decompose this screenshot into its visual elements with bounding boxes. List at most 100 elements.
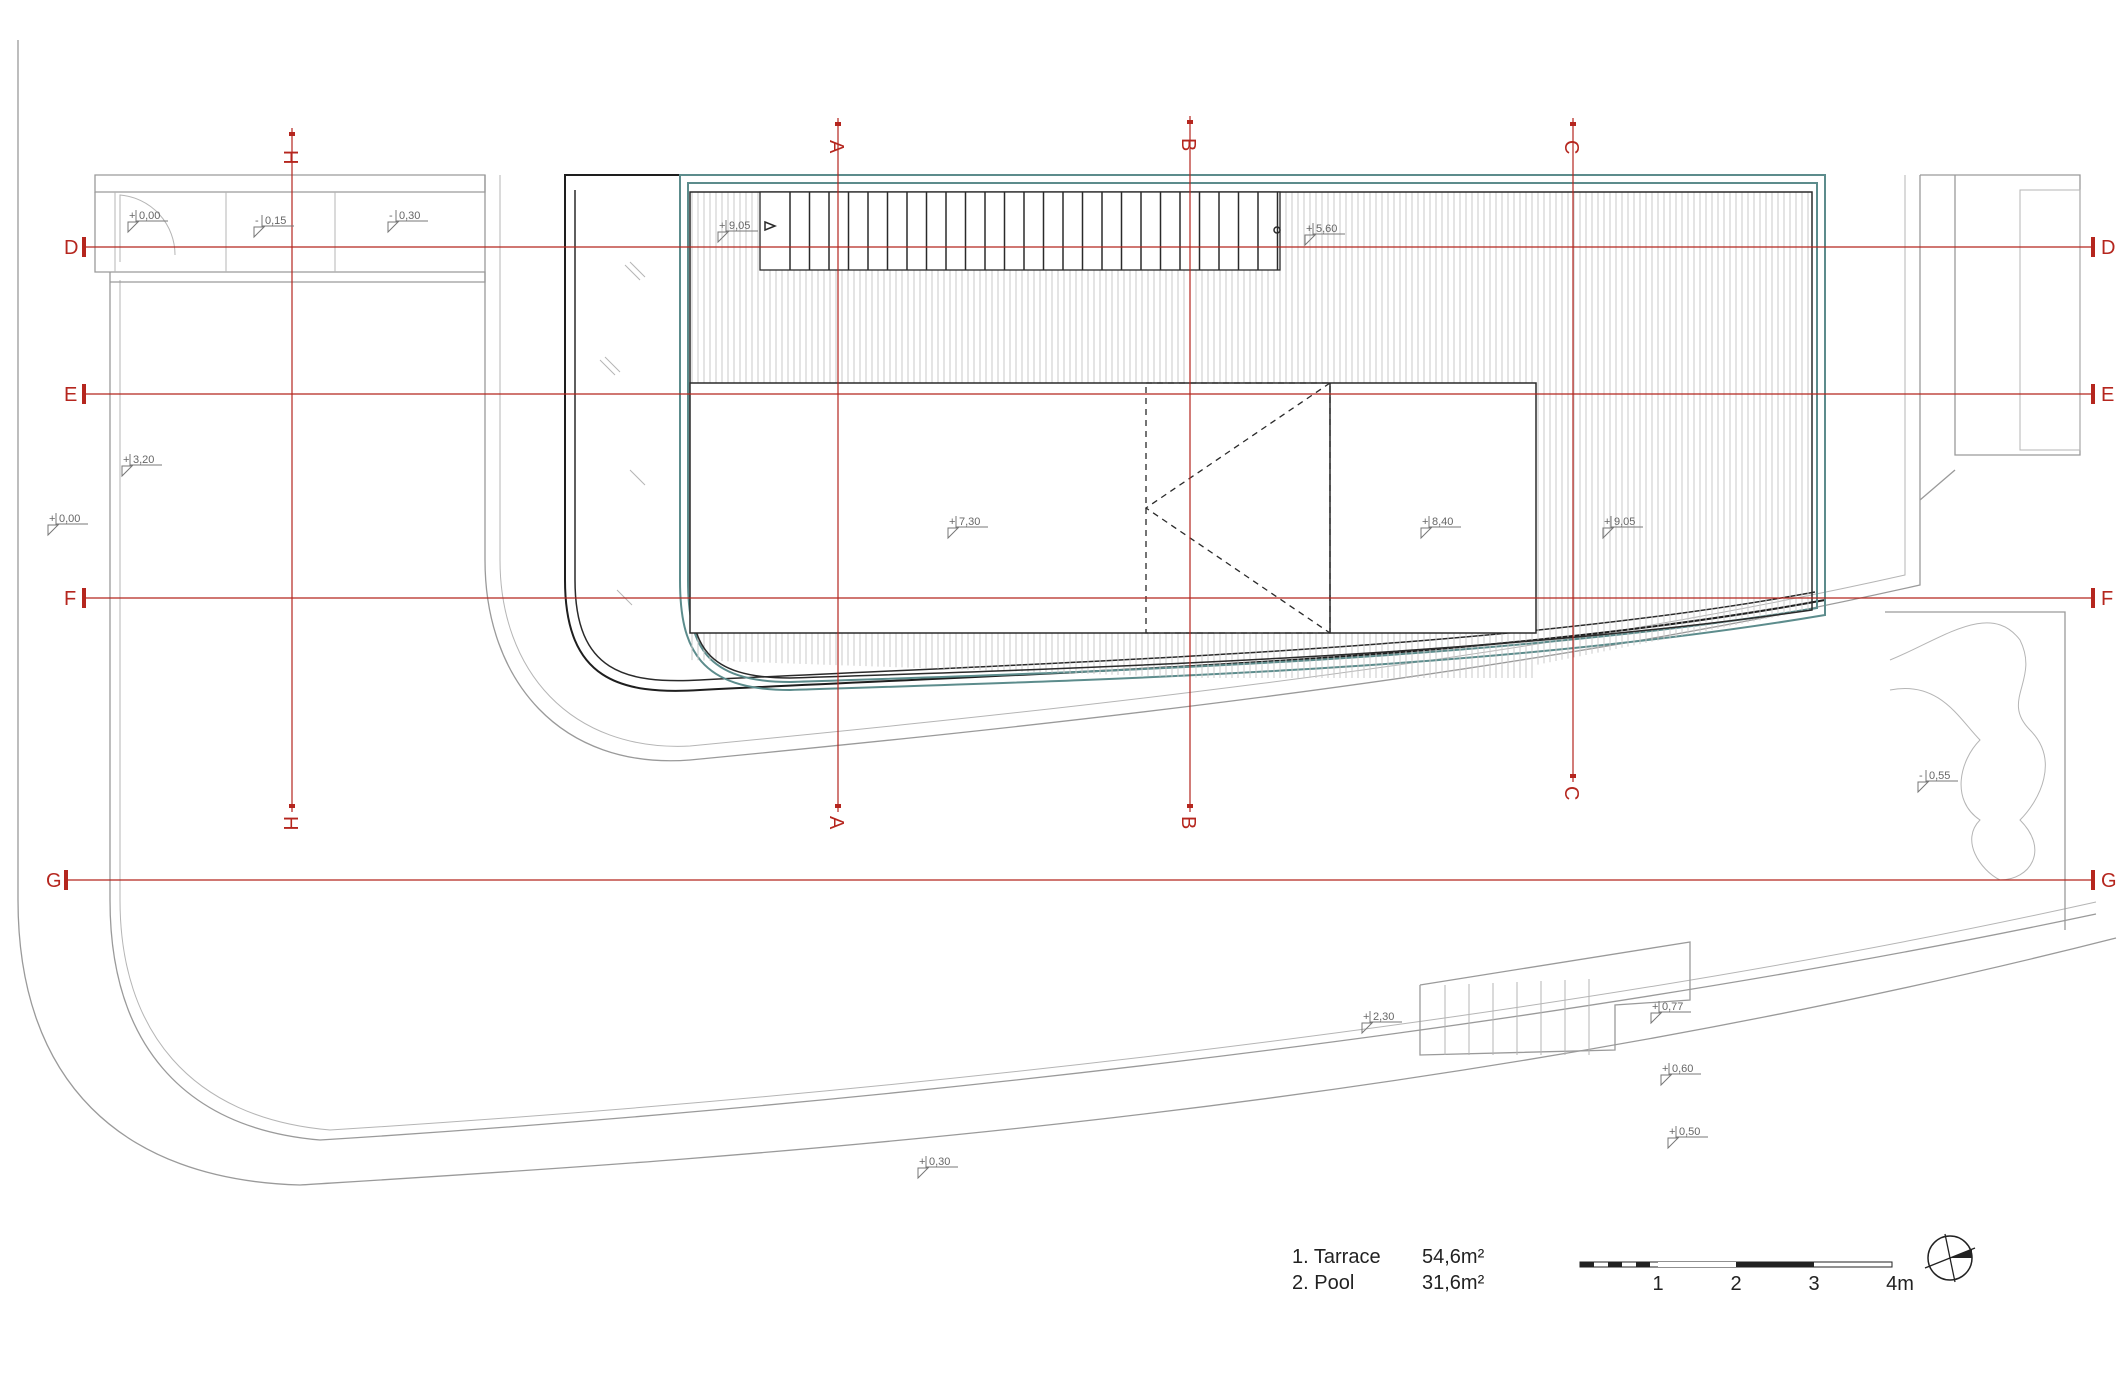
section-marker: [82, 588, 86, 608]
level-sign: +: [719, 220, 725, 232]
level-value: 0,00: [139, 210, 160, 222]
section-label: B: [1177, 816, 1199, 829]
level-sign: +: [1306, 223, 1312, 235]
roof-areas: [689, 191, 1813, 679]
level-sign: +: [123, 454, 129, 466]
section-marker: [1570, 774, 1576, 778]
section-marker: [289, 804, 295, 808]
section-label: D: [64, 237, 78, 259]
north-arrow-icon: [1924, 1233, 1976, 1283]
section-label: D: [2101, 237, 2115, 259]
level-sign: +: [919, 1156, 925, 1168]
level-sign: +: [949, 516, 955, 528]
level-value: 0,55: [1929, 770, 1950, 782]
level-value: 0,30: [399, 210, 420, 222]
section-marker: [1187, 120, 1193, 124]
level-sign: -: [389, 210, 393, 222]
level-sign: +: [1422, 516, 1428, 528]
level-marker: +2,30: [1361, 1011, 1402, 1035]
level-marker: +0,50: [1667, 1126, 1708, 1150]
scale-label: 2: [1730, 1273, 1741, 1295]
level-marker: -0,55: [1917, 770, 1958, 794]
legend-row-tarrace: 1. Tarrace 54,6m²: [1292, 1244, 1512, 1270]
legend-area: 54,6m²: [1422, 1246, 1485, 1268]
section-marker: [835, 804, 841, 808]
level-marker: +0,00: [127, 210, 168, 234]
section-marker: [1187, 804, 1193, 808]
garden-steps: [1419, 941, 1691, 1056]
section-marker: [2091, 870, 2095, 890]
level-marker: +3,20: [121, 454, 162, 478]
level-marker: -0,30: [387, 210, 428, 234]
scale-label: 4m: [1886, 1273, 1914, 1295]
level-value: 3,20: [133, 454, 154, 466]
section-marker: [835, 122, 841, 126]
level-value: 9,05: [1614, 516, 1635, 528]
level-value: 0,50: [1679, 1126, 1700, 1138]
section-label: C: [1560, 140, 1582, 154]
section-lines: H H A A B B C C D D E E F F G G: [46, 116, 2117, 892]
legend-label: 1. Tarrace: [1292, 1246, 1381, 1268]
section-marker: [64, 870, 68, 890]
level-marker: +7,30: [947, 516, 988, 540]
level-value: 9,05: [729, 220, 750, 232]
level-markers: +0,00-0,15-0,30+9,05+5,60+3,20+0,00+7,30…: [47, 210, 1958, 1180]
level-sign: +: [1669, 1126, 1675, 1138]
area-legend: 1. Tarrace 54,6m² 2. Pool 31,6m²: [1292, 1244, 1512, 1296]
section-label: A: [825, 816, 847, 830]
section-label: C: [1560, 786, 1582, 800]
level-sign: +: [1363, 1011, 1369, 1023]
level-value: 0,77: [1662, 1001, 1683, 1013]
level-sign: +: [129, 210, 135, 222]
level-marker: +0,60: [1660, 1063, 1701, 1087]
section-marker: [289, 132, 295, 136]
legend-area: 31,6m²: [1422, 1272, 1485, 1294]
level-value: 7,30: [959, 516, 980, 528]
scale-label: 1: [1652, 1273, 1663, 1295]
legend-row-pool: 2. Pool 31,6m²: [1292, 1270, 1512, 1296]
garden-bush: [1889, 622, 2046, 881]
level-marker: +5,60: [1304, 223, 1345, 247]
level-marker: +9,05: [1602, 516, 1643, 540]
section-label: F: [64, 588, 76, 610]
section-label: H: [279, 150, 301, 164]
level-value: 0,30: [929, 1156, 950, 1168]
pool: [689, 382, 1537, 634]
level-sign: +: [49, 513, 55, 525]
section-label: F: [2101, 588, 2113, 610]
section-label: G: [2101, 870, 2117, 892]
legend-label: 2. Pool: [1292, 1272, 1355, 1294]
level-marker: +8,40: [1420, 516, 1461, 540]
section-marker: [2091, 384, 2095, 404]
level-sign: +: [1604, 516, 1610, 528]
level-sign: -: [1919, 770, 1923, 782]
level-marker: +0,00: [47, 513, 88, 537]
level-value: 0,60: [1672, 1063, 1693, 1075]
level-value: 8,40: [1432, 516, 1453, 528]
level-value: 0,15: [265, 215, 286, 227]
section-label: B: [1177, 138, 1199, 151]
level-value: 2,30: [1373, 1011, 1394, 1023]
level-sign: +: [1652, 1001, 1658, 1013]
level-marker: +9,05: [717, 220, 758, 244]
section-label: A: [825, 140, 847, 154]
level-sign: +: [1662, 1063, 1668, 1075]
staircase: [759, 191, 1281, 271]
section-marker: [2091, 237, 2095, 257]
level-marker: +0,30: [917, 1156, 958, 1180]
level-marker: -0,15: [253, 215, 294, 239]
section-label: G: [46, 870, 62, 892]
level-marker: +0,77: [1650, 1001, 1691, 1025]
section-label: E: [64, 384, 77, 406]
level-sign: -: [255, 215, 259, 227]
section-marker: [2091, 588, 2095, 608]
level-value: 5,60: [1316, 223, 1337, 235]
section-marker: [82, 384, 86, 404]
section-marker: [1570, 122, 1576, 126]
level-value: 0,00: [59, 513, 80, 525]
section-marker: [82, 237, 86, 257]
section-label: H: [279, 816, 301, 830]
section-label: E: [2101, 384, 2114, 406]
